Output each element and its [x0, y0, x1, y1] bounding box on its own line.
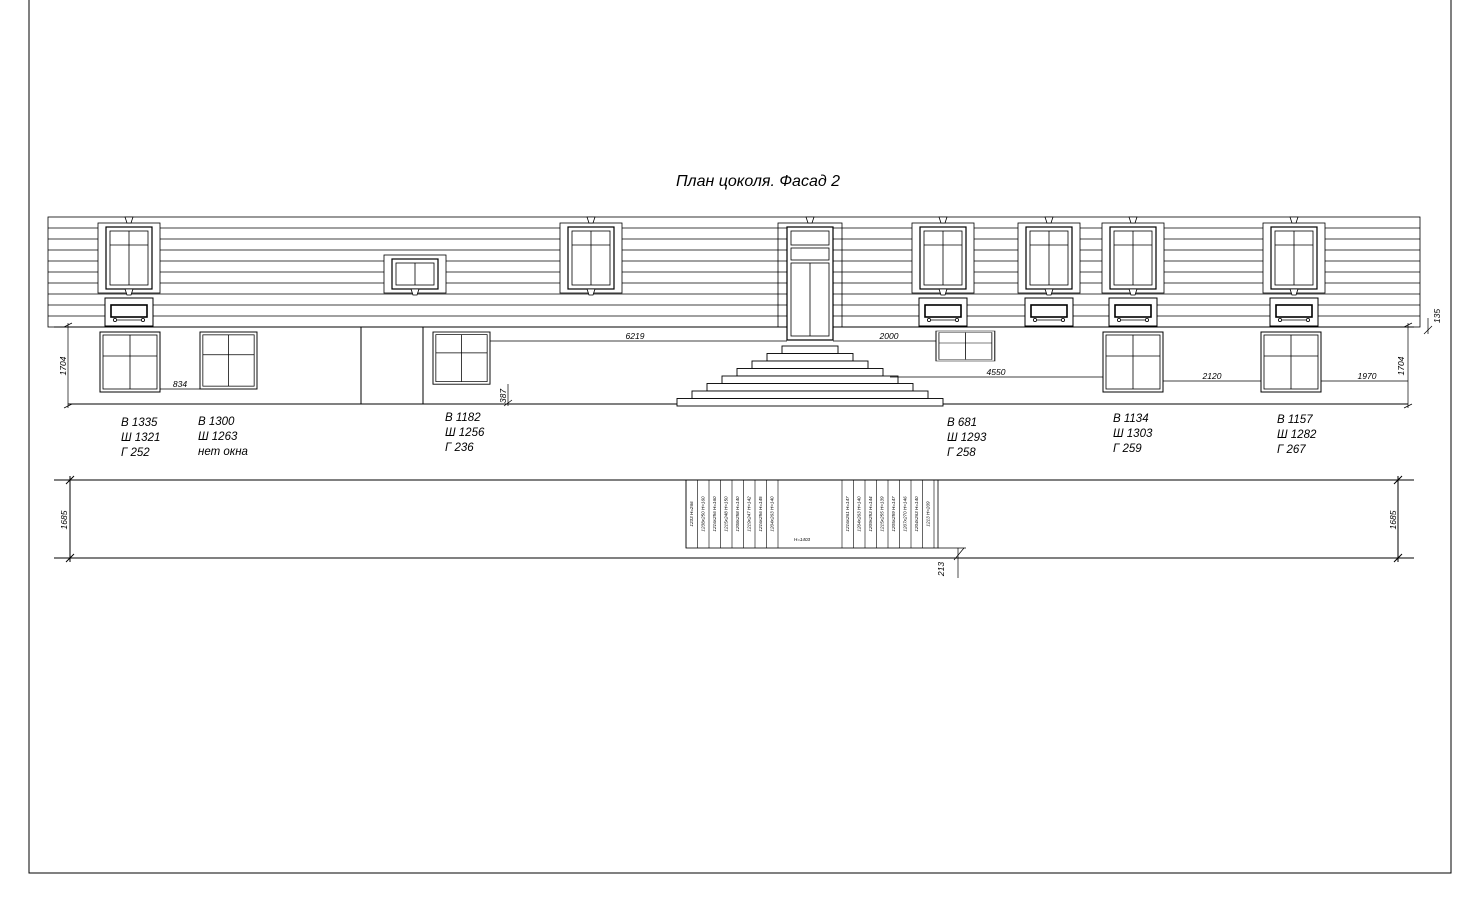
stair-tread-label: 1204x263 H=140	[914, 496, 919, 532]
upper-small-window	[383, 254, 447, 296]
stair-tread-label: 1205x259 H=147	[891, 496, 896, 532]
plinth-window-2	[199, 331, 258, 390]
drawing-title: План цоколя. Фасад 2	[676, 173, 840, 190]
dim-834: 834	[173, 379, 187, 389]
stair-tread-label: 1233 H=266	[689, 501, 694, 527]
dim-1704-right: 1704	[1396, 356, 1406, 375]
plinth-window-5	[1102, 331, 1164, 393]
stair-tread-label: 1216x256 H=160	[712, 496, 717, 532]
dim-1685-left: 1685	[59, 510, 69, 529]
stair-tread-label: 1215x255 H=139	[880, 496, 885, 532]
dim-6219: 6219	[626, 331, 645, 341]
opening-note-1: В 1335 Ш 1321 Г 252	[121, 417, 164, 459]
stair-step	[766, 353, 854, 362]
opening-note-4: В 681 Ш 1293 Г 258	[947, 417, 990, 459]
facade-dimensions	[63, 318, 1433, 409]
stair-center-label: H=1403	[794, 537, 811, 542]
opening-note-2: В 1300 Ш 1263 нет окна	[198, 416, 248, 458]
entrance-steps	[676, 345, 944, 407]
upper-window	[911, 216, 975, 327]
stair-tread-label: 1207x270 H=146	[903, 496, 908, 532]
stair-tread-label: 1216x256 H=145	[758, 496, 763, 532]
stair-plan-treads	[685, 480, 935, 548]
dim-135: 135	[1432, 309, 1442, 323]
dim-387: 387	[498, 389, 508, 403]
dim-1685-right: 1685	[1388, 510, 1398, 529]
opening-note-6: В 1157 Ш 1282 Г 267	[1277, 414, 1320, 456]
stair-step	[706, 383, 914, 392]
opening-note-5: В 1134 Ш 1303 Г 259	[1113, 413, 1156, 455]
stair-tread-label: 1215x248 H=150	[724, 496, 729, 532]
stair-plan-labels: 1233 H=266 1238x250 H=160 1216x256 H=160 12…	[689, 496, 931, 532]
dim-2000: 2000	[879, 331, 899, 341]
stair-step	[751, 360, 869, 369]
upper-window	[1262, 216, 1326, 327]
stair-tread-label: 1204x263 H=140	[770, 496, 775, 532]
dim-1704-left: 1704	[58, 356, 68, 375]
stair-step	[721, 375, 899, 384]
log-wall	[47, 216, 1421, 328]
plinth-window-3	[432, 331, 491, 385]
upper-windows	[97, 216, 1326, 328]
stair-tread-label: 1216x261 H=147	[845, 496, 850, 532]
stair-tread-label: 1213 H=209	[926, 501, 931, 527]
dim-1970: 1970	[1358, 371, 1377, 381]
dim-2120: 2120	[1202, 371, 1222, 381]
stair-step	[736, 368, 884, 377]
plinth-window-1	[99, 331, 161, 393]
upper-window	[559, 216, 623, 296]
opening-notes: В 1335 Ш 1321 Г 252 В 1300 Ш 1263 нет ок…	[121, 412, 1320, 459]
upper-window	[97, 216, 161, 327]
dim-213: 213	[936, 562, 946, 577]
sheet-frame	[28, 0, 1452, 874]
entrance-door	[786, 226, 834, 341]
dim-4550: 4550	[987, 367, 1006, 377]
stair-tread-label: 1209x253 H=144	[868, 496, 873, 532]
upper-window	[1017, 216, 1081, 327]
stair-tread-label: 1219x247 H=142	[747, 496, 752, 532]
plinth-window-4	[935, 330, 996, 362]
stair-tread-label: 1204x263 H=140	[857, 496, 862, 532]
facade-dimension-labels: 1704 1704 135 834 6219 2000 4550 2120 19…	[58, 309, 1442, 403]
stair-step	[691, 390, 929, 399]
upper-window	[1101, 216, 1165, 327]
stair-step	[781, 345, 839, 354]
opening-note-3: В 1182 Ш 1256 Г 236	[445, 412, 488, 454]
stair-step	[676, 398, 944, 407]
stair-tread-label: 1238x250 H=160	[701, 496, 706, 532]
plinth-plan	[54, 475, 1414, 578]
stair-tread-label: 1208x258 H=140	[735, 496, 740, 532]
plinth-window-6	[1260, 331, 1322, 393]
